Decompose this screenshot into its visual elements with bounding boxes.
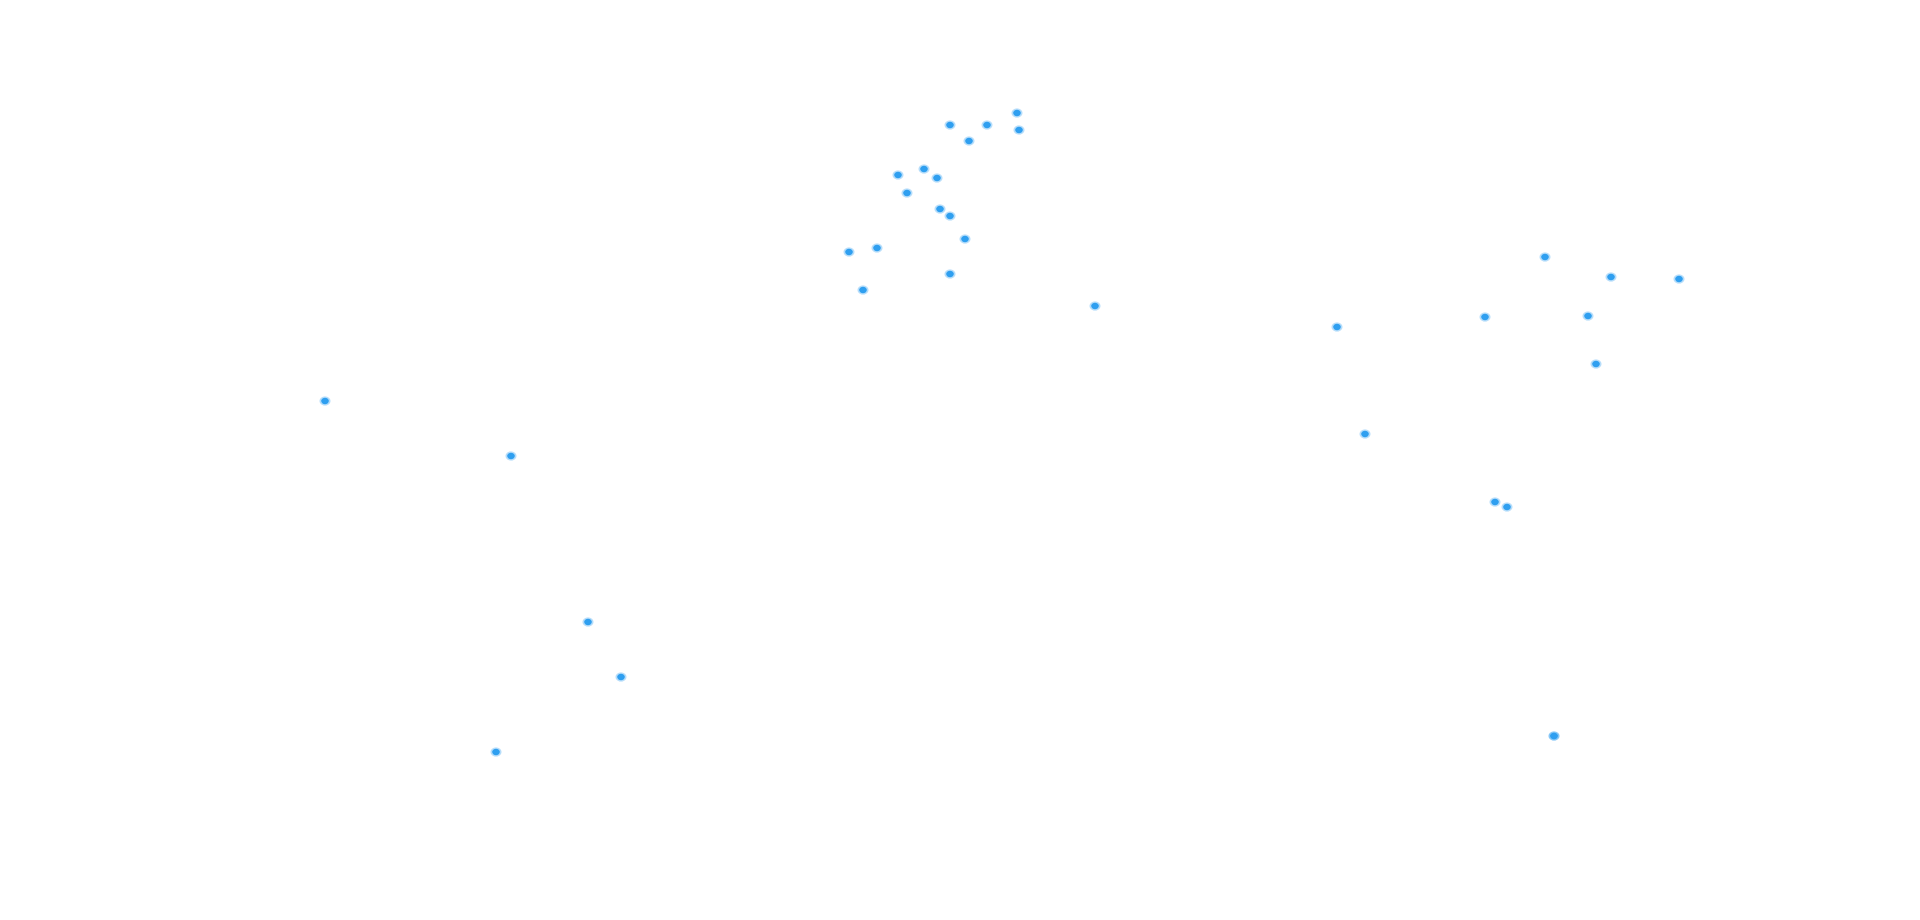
dot-marker-icon bbox=[1091, 302, 1099, 310]
map-marker-m25[interactable] bbox=[1479, 312, 1491, 322]
map-marker-m10[interactable] bbox=[901, 188, 913, 198]
map-marker-m31[interactable] bbox=[1489, 497, 1501, 507]
map-marker-m34[interactable] bbox=[1548, 731, 1560, 741]
dot-marker-icon bbox=[1675, 275, 1683, 283]
map-marker-m21[interactable] bbox=[1013, 125, 1025, 135]
map-marker-m20[interactable] bbox=[1011, 108, 1023, 118]
map-marker-m27[interactable] bbox=[1605, 272, 1617, 282]
map-marker-m18[interactable] bbox=[944, 269, 956, 279]
map-marker-m30[interactable] bbox=[1590, 359, 1602, 369]
map-marker-m15[interactable] bbox=[944, 120, 956, 130]
dot-marker-icon bbox=[1481, 313, 1489, 321]
dot-marker-icon bbox=[617, 673, 625, 681]
dot-marker-icon bbox=[946, 121, 954, 129]
map-marker-m08[interactable] bbox=[871, 243, 883, 253]
dot-marker-icon bbox=[584, 618, 592, 626]
map-marker-m16[interactable] bbox=[963, 136, 975, 146]
map-marker-m14[interactable] bbox=[944, 211, 956, 221]
dot-marker-icon bbox=[1550, 732, 1558, 740]
map-marker-m09[interactable] bbox=[892, 170, 904, 180]
dot-marker-icon bbox=[1541, 253, 1549, 261]
dot-marker-icon bbox=[936, 205, 944, 213]
dot-marker-icon bbox=[321, 397, 329, 405]
map-marker-m28[interactable] bbox=[1673, 274, 1685, 284]
map-marker-m32[interactable] bbox=[1501, 502, 1513, 512]
dot-marker-icon bbox=[933, 174, 941, 182]
dot-marker-icon bbox=[983, 121, 991, 129]
dot-marker-icon bbox=[894, 171, 902, 179]
dot-marker-icon bbox=[1361, 430, 1369, 438]
dot-marker-icon bbox=[1491, 498, 1499, 506]
dot-marker-icon bbox=[1013, 109, 1021, 117]
map-marker-m02[interactable] bbox=[505, 451, 517, 461]
map-marker-m05[interactable] bbox=[490, 747, 502, 757]
map-marker-m29[interactable] bbox=[1582, 311, 1594, 321]
map-marker-m12[interactable] bbox=[931, 173, 943, 183]
dot-marker-icon bbox=[961, 235, 969, 243]
dot-marker-icon bbox=[1333, 323, 1341, 331]
dot-marker-icon bbox=[920, 165, 928, 173]
map-marker-m06[interactable] bbox=[843, 247, 855, 257]
map-marker-m03[interactable] bbox=[582, 617, 594, 627]
map-marker-m11[interactable] bbox=[918, 164, 930, 174]
dot-marker-icon bbox=[873, 244, 881, 252]
map-marker-m07[interactable] bbox=[857, 285, 869, 295]
dot-marker-icon bbox=[492, 748, 500, 756]
map-marker-m04[interactable] bbox=[615, 672, 627, 682]
dot-marker-icon bbox=[1015, 126, 1023, 134]
dot-marker-icon bbox=[903, 189, 911, 197]
dot-marker-icon bbox=[507, 452, 515, 460]
dot-marker-icon bbox=[1592, 360, 1600, 368]
map-marker-m23[interactable] bbox=[1331, 322, 1343, 332]
dot-marker-icon bbox=[965, 137, 973, 145]
map-marker-m13[interactable] bbox=[934, 204, 946, 214]
map-marker-m17[interactable] bbox=[959, 234, 971, 244]
map-marker-m01[interactable] bbox=[319, 396, 331, 406]
map-marker-m26[interactable] bbox=[1539, 252, 1551, 262]
dot-marker-icon bbox=[1607, 273, 1615, 281]
dot-marker-icon bbox=[946, 212, 954, 220]
dot-marker-icon bbox=[1503, 503, 1511, 511]
dot-marker-icon bbox=[859, 286, 867, 294]
dot-marker-icon bbox=[1584, 312, 1592, 320]
map-marker-m22[interactable] bbox=[1089, 301, 1101, 311]
map-marker-m24[interactable] bbox=[1359, 429, 1371, 439]
dot-marker-icon bbox=[946, 270, 954, 278]
dot-marker-icon bbox=[845, 248, 853, 256]
map-marker-m19[interactable] bbox=[981, 120, 993, 130]
